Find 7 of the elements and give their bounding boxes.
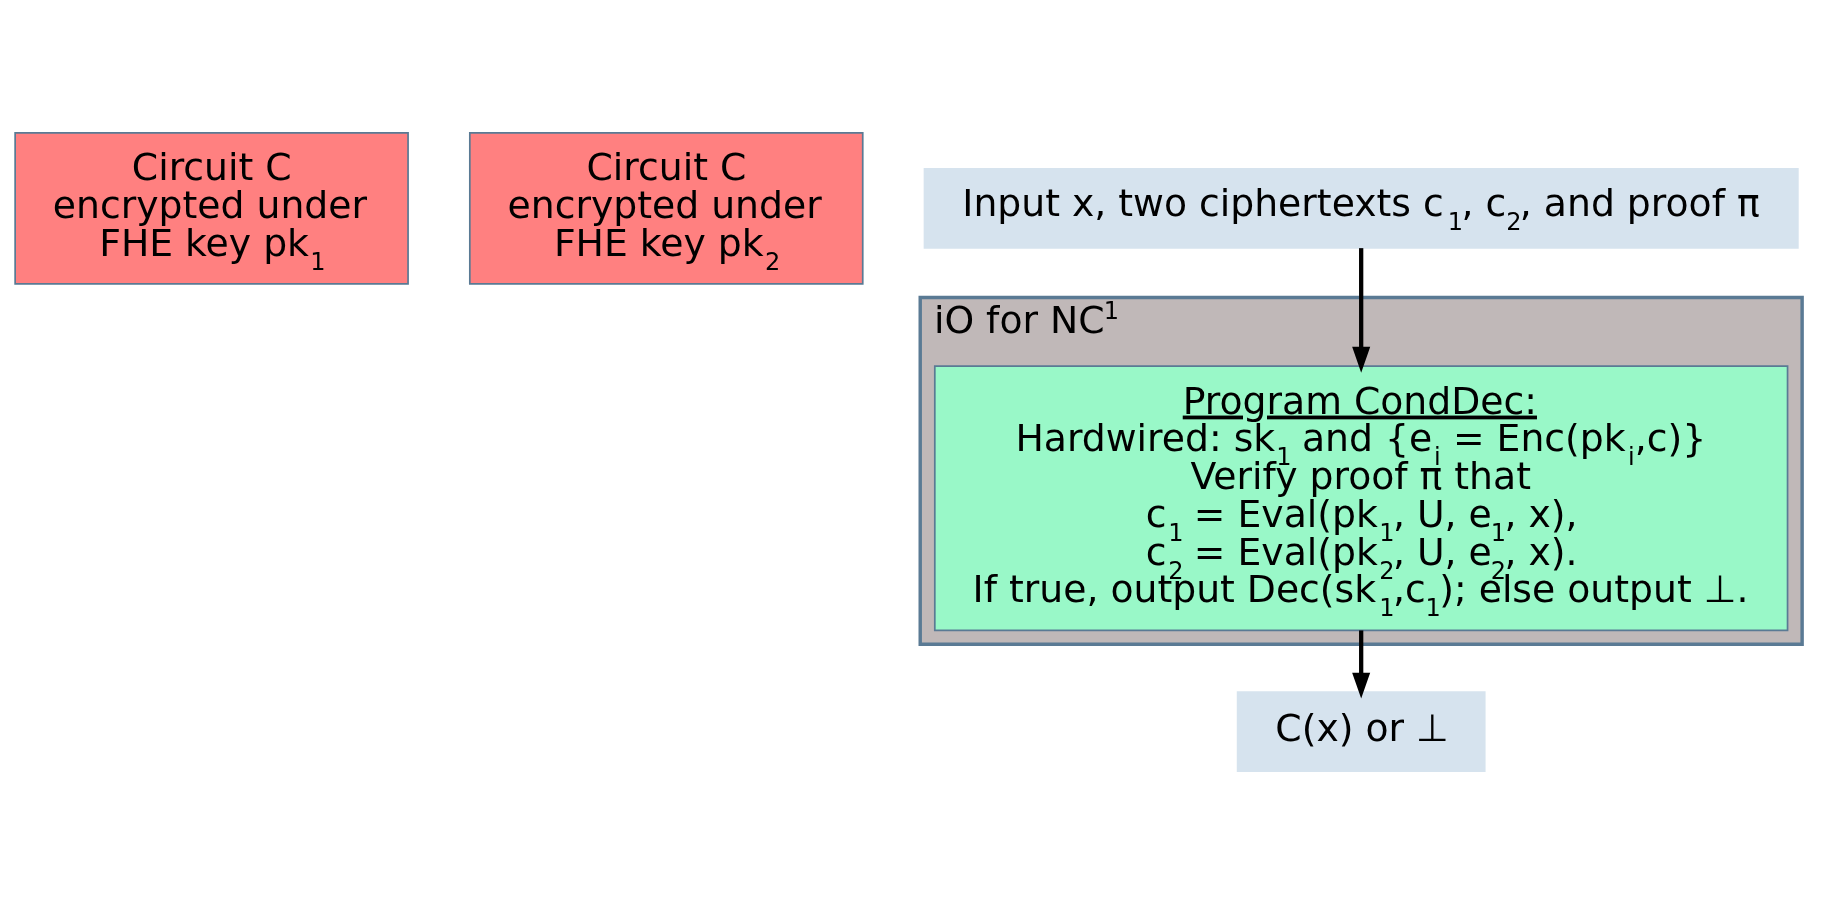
- node-box: Input x, two ciphertexts c$_{1}$, c$_{2}$, and proof π: [923, 167, 1799, 249]
- node-box: Circuit C encrypted under FHE key pk$_{1}$: [14, 131, 409, 285]
- node-box: Program CondDec: Hardwired: sk$_{1}$ and {e$_{i}$ = Enc(pk$_{i}$,c)} Verify proof π that c$_{1}$ = Eval(pk$_{1}$, U, e$_{1}$, x), c$_{2}$ = Eval(pk$_{2}$, U, e$_{2}$, x). If true, output Dec(sk$_{1}$,c$_{1}$); else output ⊥.: [933, 364, 1789, 631]
- arrow: [1352, 247, 1371, 373]
- node-box: C(x) or ⊥: [1236, 690, 1486, 772]
- node-box: Circuit C encrypted under FHE key pk$_{2}$: [468, 131, 864, 285]
- arrow: [1352, 629, 1371, 698]
